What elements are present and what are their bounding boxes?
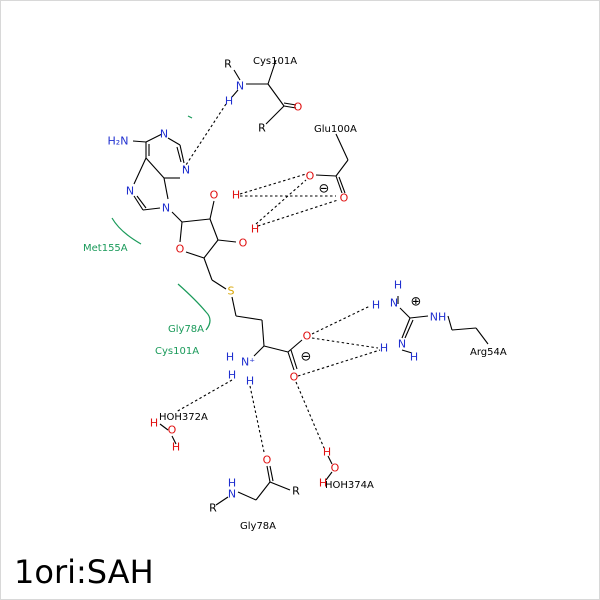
hydrophobic-contacts — [111, 115, 211, 331]
atom-h-amine-1: H — [226, 351, 234, 364]
atom-n1-adenine: N — [160, 128, 168, 141]
label-gly78a-contact: Gly78A — [168, 324, 204, 335]
atom-n-gly-bottom: N — [228, 488, 236, 501]
label-gly78a-bottom: Gly78A — [240, 521, 276, 532]
gly78a-contact-arc — [177, 283, 211, 331]
atom-h-arg-2: H — [380, 342, 388, 355]
label-cys101a-top: Cys101A — [253, 56, 297, 67]
residue-labels: Cys101A Glu100A Met155A Gly78A Cys101A A… — [83, 56, 507, 532]
atom-h-o2-ribose: H — [232, 189, 240, 202]
atom-h2-water372: H — [172, 441, 180, 454]
atom-labels: R N H O R H₂N N N N N O H O H O O O ⊖ S … — [108, 58, 447, 515]
atom-n9-adenine: N — [162, 202, 170, 215]
atom-o4-ribose: O — [176, 243, 185, 256]
atom-h-arg-left: H — [372, 299, 380, 312]
atom-s: S — [228, 285, 235, 298]
hydrogen-bonds — [175, 103, 381, 453]
atom-o-water372: O — [168, 424, 177, 437]
atom-r-cys-top: R — [224, 58, 232, 71]
label-arg54a: Arg54A — [470, 347, 507, 358]
atom-h1-water374: H — [323, 446, 331, 459]
charge-minus-glu: ⊖ — [319, 182, 330, 197]
atom-o2-carboxyl: O — [290, 371, 299, 384]
atom-o3-ribose: O — [239, 237, 248, 250]
atom-o2-ribose: O — [210, 189, 219, 202]
covalent-bonds — [132, 59, 489, 506]
atom-n7-adenine: N — [126, 185, 134, 198]
atom-h2-water374: H — [319, 477, 327, 490]
atom-h-arg-top: H — [394, 279, 402, 292]
atom-h-gly-bottom: H — [228, 477, 236, 490]
atom-o-cys-top: O — [294, 101, 303, 114]
charge-minus-carboxyl: ⊖ — [301, 350, 312, 365]
atom-n-cys-top: N — [236, 80, 244, 93]
charge-plus-arg: ⊕ — [411, 295, 422, 310]
label-cys101a-contact: Cys101A — [155, 346, 199, 357]
atom-h-amine-2: H — [228, 369, 236, 382]
atom-h-amine-3: H — [246, 375, 254, 388]
atom-h-cys-top: H — [225, 95, 233, 108]
atom-h2n-adenine: H₂N — [108, 135, 129, 148]
cys101a-top-contact-mark — [187, 115, 193, 119]
label-hoh372a: HOH372A — [159, 412, 208, 423]
atom-o1-glu: O — [306, 170, 315, 183]
atom-r2-cys-top: R — [258, 122, 266, 135]
atom-h1-water372: H — [150, 417, 158, 430]
label-hoh374a: HOH374A — [325, 480, 374, 491]
atom-o1-carboxyl: O — [303, 330, 312, 343]
atom-o-gly-bottom: O — [263, 454, 272, 467]
diagram-title: 1ori:SAH — [14, 553, 154, 591]
atom-o-water374: O — [331, 462, 340, 475]
atom-r2-gly-bottom: R — [209, 502, 217, 515]
atom-n-amine: N⁺ — [241, 356, 255, 369]
atom-r-gly-bottom: R — [292, 485, 300, 498]
atom-n-arg-1: N — [390, 297, 398, 310]
atom-nh-arg: NH — [430, 311, 447, 324]
label-glu100a: Glu100A — [314, 124, 357, 135]
atom-o2-glu: O — [340, 192, 349, 205]
atom-n3-adenine: N — [182, 164, 190, 177]
met155a-contact-arc — [111, 217, 142, 245]
label-met155a: Met155A — [83, 243, 128, 254]
atom-n-arg-2: N — [398, 338, 406, 351]
atom-h-o3-ribose: H — [251, 223, 259, 236]
atom-h-arg-3: H — [410, 351, 418, 364]
